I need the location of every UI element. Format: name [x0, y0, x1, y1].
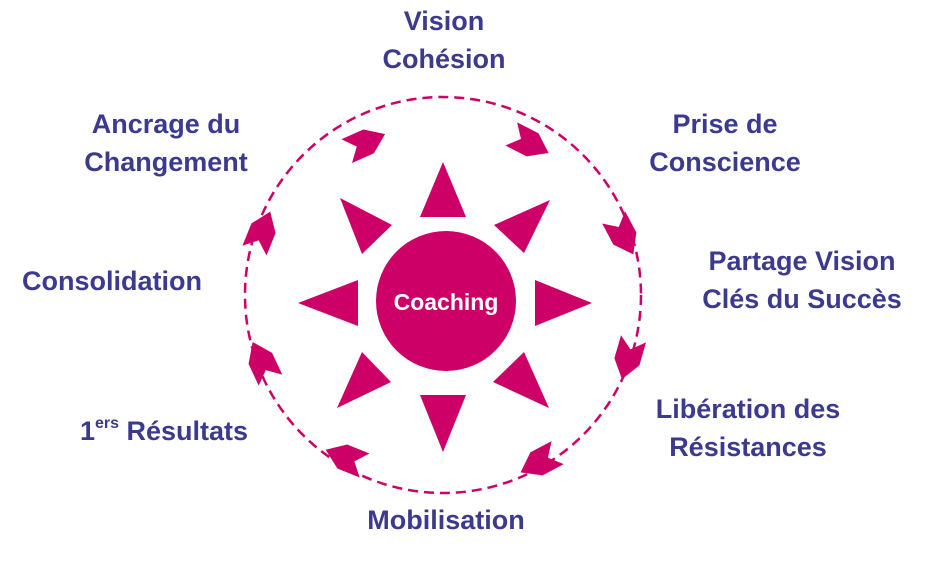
stage-vision: Vision Cohésion	[382, 2, 505, 78]
cycle-ring	[243, 95, 643, 495]
ray-right	[535, 280, 592, 326]
ray-bottom-left	[337, 352, 391, 408]
stage-line: Ancrage du	[91, 109, 241, 139]
stage-line: Partage Vision	[708, 246, 896, 276]
arrow-chevron-3	[602, 211, 645, 261]
ray-top	[420, 162, 466, 217]
stage-text: Résultats	[126, 416, 249, 446]
ordinal-suffix: ers	[94, 415, 119, 432]
sun-rays	[298, 162, 592, 452]
coaching-center	[376, 231, 516, 371]
arrow-chevron-7	[240, 336, 283, 386]
stage-premiers-resultats: 1ers Résultats	[80, 412, 248, 450]
arrow-chevron-4	[609, 335, 647, 383]
ray-left	[298, 280, 358, 326]
stage-line: Résistances	[669, 432, 827, 462]
stage-line: Prise de	[672, 109, 778, 139]
ray-bottom-right	[493, 352, 549, 408]
ordinal-number: 1	[79, 416, 95, 446]
stage-line: Consolidation	[22, 266, 202, 296]
stage-line: Vision	[403, 6, 485, 36]
arrow-chevron-2	[505, 122, 555, 165]
ray-bottom	[420, 395, 466, 452]
ray-top-left	[340, 198, 392, 254]
stage-line: Clés du Succès	[702, 284, 902, 314]
arrow-chevron-1	[341, 122, 391, 164]
coaching-label: Coaching	[394, 289, 499, 315]
stage-line: Conscience	[649, 147, 801, 177]
stage-ancrage: Ancrage du Changement	[84, 105, 248, 181]
stage-line: Libération des	[655, 394, 841, 424]
ray-top-right	[494, 200, 550, 253]
stage-liberation: Libération des Résistances	[656, 390, 841, 466]
stage-line: 1ers Résultats	[80, 412, 248, 450]
stage-line: Changement	[84, 147, 248, 177]
stage-mobilisation: Mobilisation	[367, 501, 525, 539]
stage-line: Mobilisation	[367, 505, 525, 535]
stage-line: Cohésion	[382, 44, 506, 74]
stage-partage-vision: Partage Vision Clés du Succès	[702, 242, 902, 318]
stage-consolidation: Consolidation	[22, 262, 202, 300]
stage-prise-de-conscience: Prise de Conscience	[649, 105, 801, 181]
